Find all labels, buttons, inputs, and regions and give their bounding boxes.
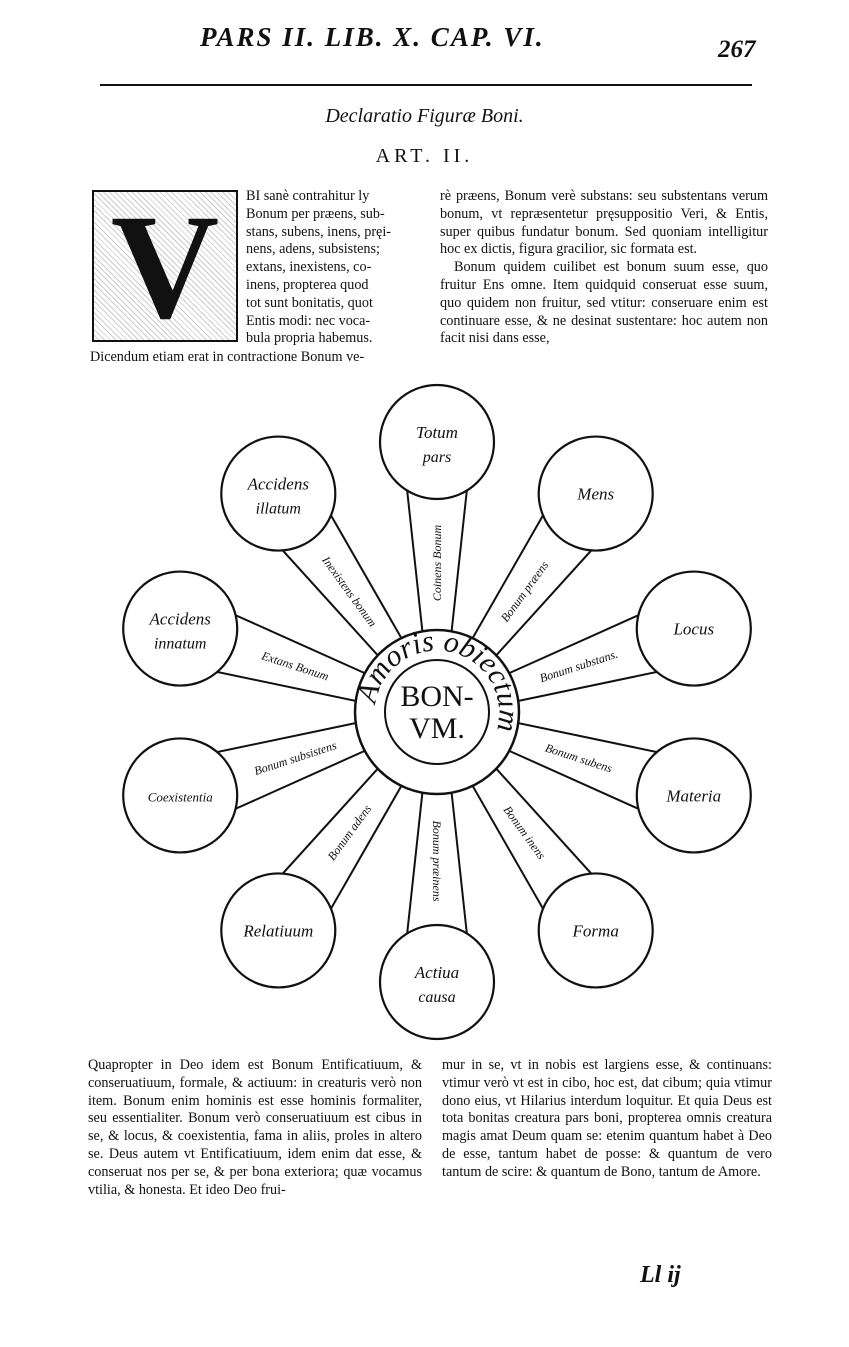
category-circle: [539, 873, 653, 987]
category-circle: [539, 437, 653, 551]
circle-label: Mens: [576, 485, 614, 504]
ray-wedge: [504, 615, 658, 703]
ray-wedge: [407, 489, 467, 637]
header-rule: [100, 84, 752, 86]
center-word-line2: VM.: [409, 712, 465, 745]
ray-label: Bonum adens: [325, 802, 375, 863]
center-inner-ring: [385, 660, 489, 764]
closing-right-column: mur in se, vt in nobis est largiens esse…: [442, 1057, 772, 1182]
circle-label: Actiua: [414, 963, 459, 982]
closing-left-column: Quapropter in Deo idem est Bonum Entific…: [88, 1057, 422, 1199]
ray-wedge: [504, 722, 658, 810]
text-line: tot sunt bonitatis, quot: [246, 295, 416, 313]
article-heading: ART. II.: [0, 145, 849, 168]
page-number: 267: [718, 36, 756, 64]
category-circle: [637, 572, 751, 686]
category-circle: [221, 873, 335, 987]
center-outer-ring: [355, 630, 519, 794]
paragraph: Bonum quidem cuilibet est bonum suum ess…: [440, 259, 768, 348]
category-circle: [380, 925, 494, 1039]
ray-label: Bonum substans.: [538, 647, 620, 685]
ray-wedge: [470, 514, 593, 660]
circle-label: Coexistentia: [148, 789, 213, 804]
signature-mark: Ll ij: [640, 1262, 681, 1289]
ray-label: Bonum subens: [543, 741, 614, 776]
category-circle: [637, 738, 751, 852]
circle-label: Locus: [672, 620, 714, 639]
category-circle: [123, 738, 237, 852]
initial-letter: V: [94, 192, 236, 342]
ray-wedge: [407, 787, 467, 935]
center-word-line1: BON-: [400, 680, 473, 713]
circle-label: Accidens: [149, 610, 212, 629]
section-title: Declaratio Figuræ Boni.: [0, 105, 849, 128]
ray-label: Bonum præinens: [430, 821, 444, 902]
running-head: PARS II. LIB. X. CAP. VI.: [200, 22, 545, 53]
text-line: extans, inexistens, co-: [246, 259, 416, 277]
text-line: bula propria habemus.: [246, 330, 416, 348]
ray-label: Inexistens bonum: [319, 553, 380, 630]
category-circle: [380, 385, 494, 499]
intro-full-line: Dicendum etiam erat in contractione Bonu…: [90, 349, 420, 366]
category-circle: [123, 572, 237, 686]
paragraph: rè præens, Bonum verè substans: seu subs…: [440, 188, 768, 259]
circle-label-second-line: illatum: [256, 501, 301, 518]
circle-label-second-line: causa: [418, 989, 455, 1006]
ring-text-path: Amoris obiectum: [349, 624, 525, 733]
intro-right-column: rè præens, Bonum verè substans: seu subs…: [440, 188, 768, 348]
ray-wedge: [282, 514, 405, 660]
category-circle: [221, 437, 335, 551]
text-line: BI sanè contrahitur ly: [246, 188, 416, 206]
ray-label: Coinens Bonum: [430, 525, 444, 602]
center-ring-text: Amoris obiectum: [349, 624, 525, 733]
ray-label: Extans Bonum: [259, 648, 331, 683]
circle-label: Accidens: [247, 475, 310, 494]
ray-wedge: [470, 764, 593, 910]
ray-wedge: [216, 615, 370, 703]
text-line: nens, adens, subsistens;: [246, 241, 416, 259]
text-line: inens, propterea quod: [246, 277, 416, 295]
text-line: Bonum per præens, sub-: [246, 206, 416, 224]
circle-label: Totum: [416, 423, 458, 442]
intro-wrapped-text: BI sanè contrahitur ly Bonum per præens,…: [246, 188, 416, 348]
circle-label: Forma: [572, 921, 619, 940]
ray-label: Bonum subsistens: [252, 738, 338, 778]
ray-label: Bonum inens: [501, 803, 549, 862]
text-line: stans, subens, inens, pręi-: [246, 224, 416, 242]
ray-wedge: [216, 722, 370, 810]
circle-label: Materia: [665, 786, 721, 805]
circle-label: Relatiuum: [242, 921, 313, 940]
ray-wedge: [282, 764, 405, 910]
text-line: Entis modi: nec voca-: [246, 313, 416, 331]
circle-label-second-line: innatum: [154, 636, 206, 653]
circle-label-second-line: pars: [422, 449, 451, 466]
decorated-initial: V: [92, 190, 238, 342]
ray-label: Bonum præens: [498, 558, 552, 624]
